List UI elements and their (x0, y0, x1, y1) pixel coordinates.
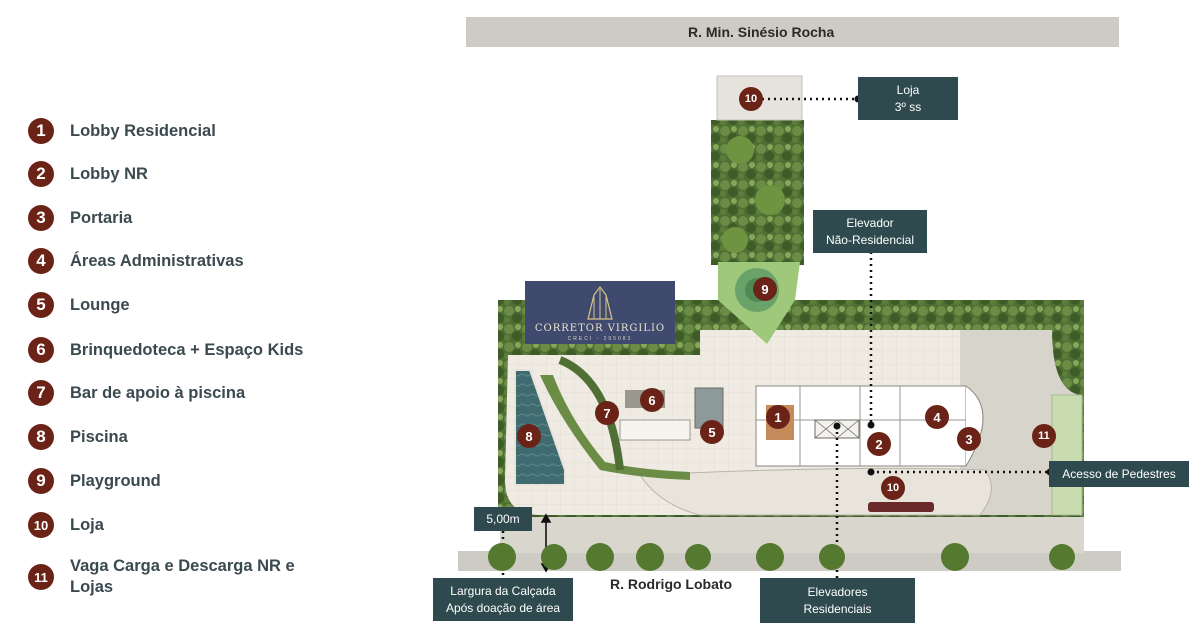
legend-item-1: 1 Lobby Residencial (28, 118, 216, 144)
map-marker-4[interactable]: 4 (925, 405, 949, 429)
map-marker-3[interactable]: 3 (957, 427, 981, 451)
callout-calcada-title: Largura da Calçada (450, 583, 556, 598)
legend-item-4: 4 Áreas Administrativas (28, 248, 244, 274)
legend-label: Piscina (70, 427, 128, 446)
legend-label: Playground (70, 471, 161, 490)
legend-label: Vaga Carga e Descarga NR e Lojas (70, 557, 295, 596)
legend-item-7: 7 Bar de apoio à piscina (28, 380, 245, 406)
legend-number: 3 (28, 205, 54, 231)
map-marker-10[interactable]: 10 (881, 476, 905, 500)
callout-elevador-nr-sub: Não-Residencial (825, 232, 915, 247)
legend-item-3: 3 Portaria (28, 205, 132, 231)
callout-loja-floor: 3º ss (894, 99, 922, 114)
legend-item-2: 2 Lobby NR (28, 161, 148, 187)
legend-label: Áreas Administrativas (70, 251, 244, 270)
legend-item-6: 6 Brinquedoteca + Espaço Kids (28, 337, 303, 363)
legend-number: 10 (28, 512, 54, 538)
legend-label: Lobby NR (70, 164, 148, 183)
legend-number: 5 (28, 292, 54, 318)
callout-calcada: Largura da Calçada Após doação de área (433, 578, 573, 621)
callout-elev-res-sub: Residenciais (803, 601, 872, 616)
pool (514, 369, 566, 486)
callout-elevador-nr-title: Elevador (846, 215, 894, 230)
map-marker-8[interactable]: 8 (517, 424, 541, 448)
legend-number: 4 (28, 248, 54, 274)
watermark-logo: CORRETOR VIRGILIO CRECI - 295083 (525, 281, 675, 344)
top-street-label: R. Min. Sinésio Rocha (688, 24, 835, 40)
legend-number: 7 (28, 380, 54, 406)
legend-number: 1 (28, 118, 54, 144)
legend-number: 6 (28, 337, 54, 363)
map-marker-11[interactable]: 11 (1032, 424, 1056, 448)
map-marker-9[interactable]: 9 (753, 277, 777, 301)
callout-largura: 5,00m (474, 507, 532, 531)
watermark-creci: CRECI - 295083 (567, 336, 633, 342)
street-trees (488, 543, 1075, 571)
map-marker-7[interactable]: 7 (595, 401, 619, 425)
sidewalk (500, 515, 1084, 553)
callout-largura-text: 5,00m (486, 511, 520, 526)
legend-label: Lobby Residencial (70, 121, 216, 140)
callout-elev-res-title: Elevadores (807, 584, 868, 599)
callout-loja: Loja 3º ss (858, 77, 958, 120)
legend: 1 Lobby Residencial 2 Lobby NR 3 Portari… (0, 0, 420, 627)
callout-acesso-pedestres: Acesso de Pedestres (1049, 461, 1189, 487)
callout-elevador-nr: Elevador Não-Residencial (813, 210, 927, 253)
legend-label: Bar de apoio à piscina (70, 383, 246, 402)
legend-label: Loja (70, 515, 104, 534)
legend-label: Brinquedoteca + Espaço Kids (70, 340, 304, 359)
map-marker-10-top[interactable]: 10 (739, 87, 763, 111)
callout-loja-title: Loja (896, 82, 920, 97)
legend-label: Lounge (70, 295, 130, 314)
map-marker-2[interactable]: 2 (867, 432, 891, 456)
watermark-name: CORRETOR VIRGILIO (534, 323, 666, 334)
building-logo-icon (587, 286, 613, 320)
legend-item-5: 5 Lounge (28, 292, 130, 318)
legend-number: 9 (28, 468, 54, 494)
parking-bay (1051, 394, 1083, 516)
map-marker-1[interactable]: 1 (766, 405, 790, 429)
map-marker-6[interactable]: 6 (640, 388, 664, 412)
map-marker-5[interactable]: 5 (700, 420, 724, 444)
top-street (466, 17, 1119, 47)
callout-elevadores-residenciais: Elevadores Residenciais (760, 578, 915, 623)
legend-item-11: 11 Vaga Carga e Descarga NR e Lojas (28, 556, 320, 598)
legend-item-10: 10 Loja (28, 512, 104, 538)
loja-ground (639, 467, 992, 516)
legend-label: Portaria (70, 208, 133, 227)
legend-item-9: 9 Playground (28, 468, 161, 494)
legend-number: 2 (28, 161, 54, 187)
callout-calcada-sub: Após doação de área (445, 600, 561, 615)
legend-item-8: 8 Piscina (28, 424, 128, 450)
legend-number: 11 (28, 564, 54, 590)
callout-acesso-text: Acesso de Pedestres (1062, 466, 1176, 481)
legend-number: 8 (28, 424, 54, 450)
bottom-street-label: R. Rodrigo Lobato (610, 576, 733, 592)
